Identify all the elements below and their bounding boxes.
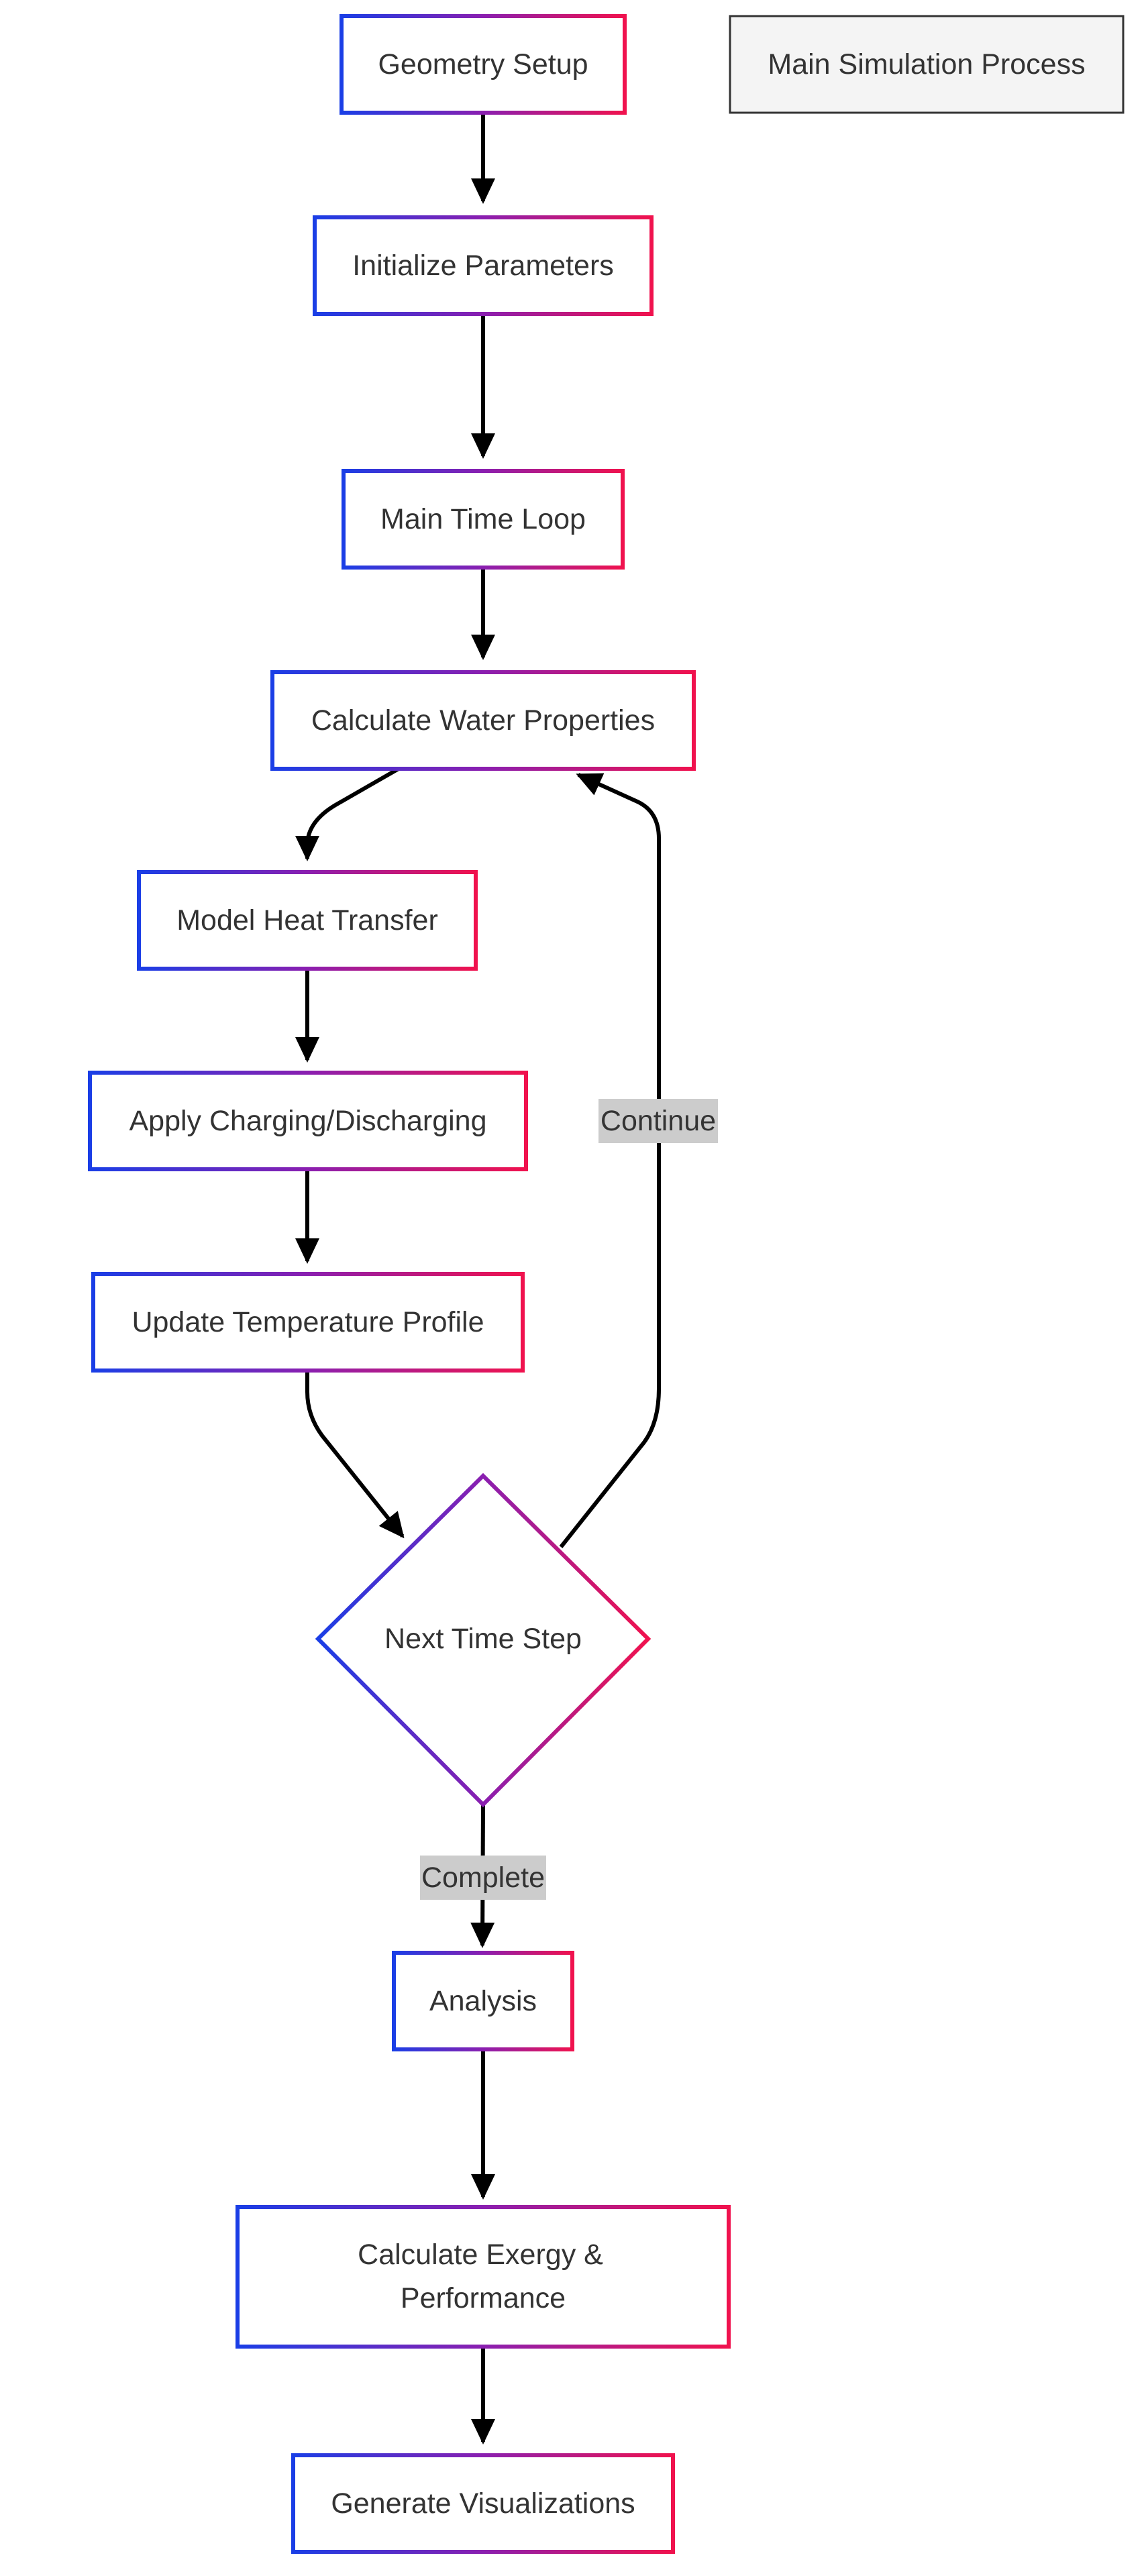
node-update-temperature-profile: Update Temperature Profile	[91, 1272, 525, 1373]
node-main-time-loop: Main Time Loop	[342, 469, 625, 570]
node-next-time-step: Next Time Step	[315, 1472, 652, 1808]
node-update-temperature-profile-label: Update Temperature Profile	[132, 1306, 484, 1338]
node-generate-visualizations-label: Generate Visualizations	[331, 2487, 635, 2520]
edge-label-complete-text: Complete	[421, 1862, 545, 1894]
node-initialize-parameters: Initialize Parameters	[313, 215, 654, 316]
edge-next-step-continue-to-water-props	[559, 773, 661, 1548]
edge-water-props-to-heat-transfer	[295, 767, 400, 861]
node-main-time-loop-label: Main Time Loop	[380, 503, 586, 535]
node-analysis: Analysis	[392, 1951, 574, 2051]
node-calculate-water-properties: Calculate Water Properties	[270, 670, 696, 771]
node-calculate-exergy-label-line2: Performance	[401, 2282, 566, 2314]
node-generate-visualizations: Generate Visualizations	[291, 2453, 675, 2554]
node-apply-charging-discharging: Apply Charging/Discharging	[88, 1071, 528, 1171]
legend-label: Main Simulation Process	[768, 48, 1085, 80]
edge-label-complete: Complete	[420, 1856, 546, 1900]
node-initialize-parameters-label: Initialize Parameters	[352, 250, 614, 282]
node-apply-charging-discharging-label: Apply Charging/Discharging	[129, 1105, 486, 1137]
node-model-heat-transfer-label: Model Heat Transfer	[176, 904, 438, 936]
node-calculate-exergy-label-line1: Calculate Exergy &	[358, 2239, 603, 2271]
node-calculate-water-properties-label: Calculate Water Properties	[311, 704, 655, 737]
node-calculate-exergy-performance: Calculate Exergy & Performance	[236, 2205, 731, 2349]
node-model-heat-transfer: Model Heat Transfer	[137, 870, 478, 971]
edge-label-continue: Continue	[598, 1099, 718, 1143]
node-next-time-step-label: Next Time Step	[384, 1623, 582, 1655]
legend-box: Main Simulation Process	[729, 15, 1125, 114]
edge-label-continue-text: Continue	[601, 1105, 716, 1137]
node-geometry-setup-label: Geometry Setup	[378, 48, 588, 80]
edge-update-temp-to-next-step	[305, 1371, 405, 1539]
node-geometry-setup: Geometry Setup	[340, 14, 627, 115]
node-analysis-label: Analysis	[429, 1985, 537, 2017]
